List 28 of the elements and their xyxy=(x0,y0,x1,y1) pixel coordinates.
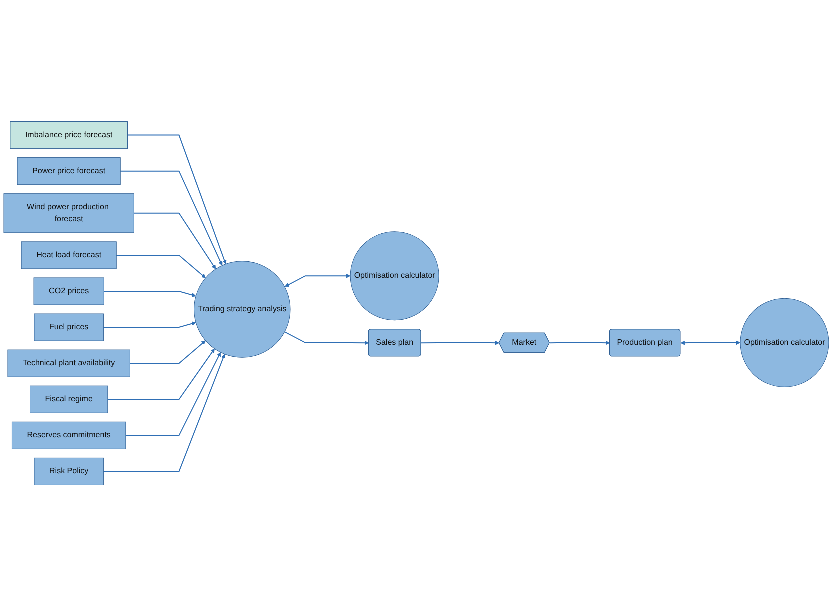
node-box: Reserves commitments xyxy=(12,422,126,450)
node-box: CO2 prices xyxy=(34,278,104,306)
arrow xyxy=(284,332,370,346)
node-circle: Optimisation calculator xyxy=(740,298,830,388)
arrow xyxy=(680,340,741,346)
node-box: Fiscal regime xyxy=(30,386,108,414)
arrow xyxy=(134,212,216,270)
arrow xyxy=(549,340,610,346)
arrow xyxy=(104,290,196,298)
node-box: Risk Policy xyxy=(34,458,104,486)
arrow xyxy=(107,348,215,400)
arrow xyxy=(127,134,227,264)
node-box: Fuel prices xyxy=(34,314,104,342)
node-box: Imbalance price forecast xyxy=(10,122,128,150)
arrow xyxy=(130,340,206,364)
arrow xyxy=(103,354,226,472)
arrow xyxy=(284,274,351,288)
arrow xyxy=(116,254,206,278)
node-box: Heat load forecast xyxy=(21,242,117,270)
node-box: Power price forecast xyxy=(17,158,121,186)
arrow xyxy=(125,352,222,436)
node-box: Wind power production forecast xyxy=(4,194,134,234)
arrow xyxy=(120,170,223,266)
node-box: Technical plant availability xyxy=(8,350,130,378)
node-circle: Optimisation calculator xyxy=(350,232,440,321)
arrow xyxy=(103,322,196,328)
node-circle: Trading strategy analysis xyxy=(194,261,291,358)
arrow xyxy=(420,340,500,346)
